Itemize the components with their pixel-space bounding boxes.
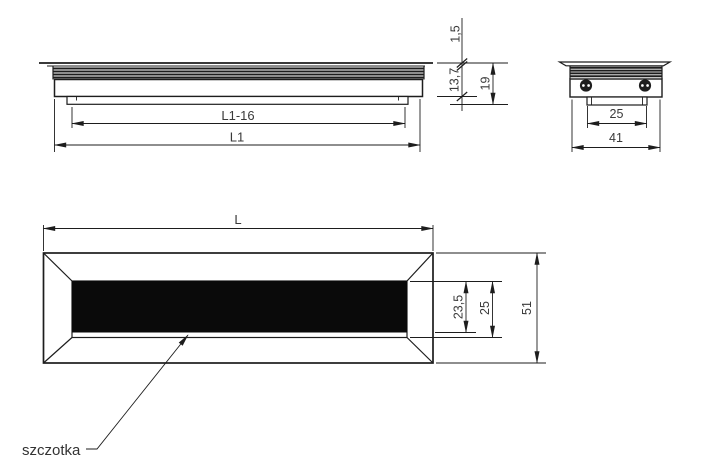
- dim-opening-height: 25: [410, 280, 502, 339]
- side-view-bottom-channel: [66, 95, 409, 105]
- brush-callout-label: szczotka: [22, 442, 81, 459]
- side-view: L1-16 L1 1,5 13,7 19: [39, 18, 508, 152]
- screw-left-icon: [579, 79, 593, 92]
- top-view: L 23,5 25 51 szczotka: [22, 212, 546, 459]
- dim-brush-slot-height-label: 23,5: [452, 295, 466, 319]
- dim-top-length-label: L: [234, 212, 241, 227]
- dim-inner-length: L1-16: [71, 107, 406, 128]
- dim-brush-slot-height: 23,5: [410, 280, 502, 334]
- dim-body-depth-label: 13,7: [448, 68, 462, 92]
- dim-flange-thickness: 1,5 13,7: [437, 18, 508, 111]
- screw-right-icon: [638, 79, 652, 92]
- dim-total-height: 19: [479, 62, 496, 106]
- end-view-ribs: [569, 65, 663, 79]
- side-view-flange: [39, 62, 433, 67]
- side-view-body: [53, 78, 424, 98]
- dim-end-outer-width-label: 41: [609, 131, 623, 145]
- brush-strip: [72, 281, 407, 333]
- dim-total-length: L1: [53, 99, 421, 152]
- side-view-ribs: [52, 66, 425, 80]
- top-view-chamfer-edges: [43, 252, 434, 364]
- dim-inner-length-label: L1-16: [221, 108, 254, 123]
- dim-top-total-width-label: 51: [520, 301, 534, 315]
- end-view-flange: [557, 61, 673, 67]
- dim-end-inner-width: 25: [586, 106, 648, 128]
- dim-top-length: L: [42, 212, 434, 251]
- dim-end-inner-width-label: 25: [610, 107, 624, 121]
- dim-opening-height-label: 25: [478, 301, 492, 315]
- dim-flange-thickness-label: 1,5: [449, 25, 463, 42]
- brush-callout: szczotka: [22, 334, 189, 459]
- end-view: 25 41: [557, 61, 673, 152]
- dim-top-total-width: 51: [436, 252, 546, 364]
- dim-total-length-label: L1: [230, 130, 244, 145]
- dim-end-outer-width: 41: [571, 99, 661, 152]
- end-view-bottom-channel: [586, 96, 648, 106]
- dim-total-height-label: 19: [479, 77, 493, 91]
